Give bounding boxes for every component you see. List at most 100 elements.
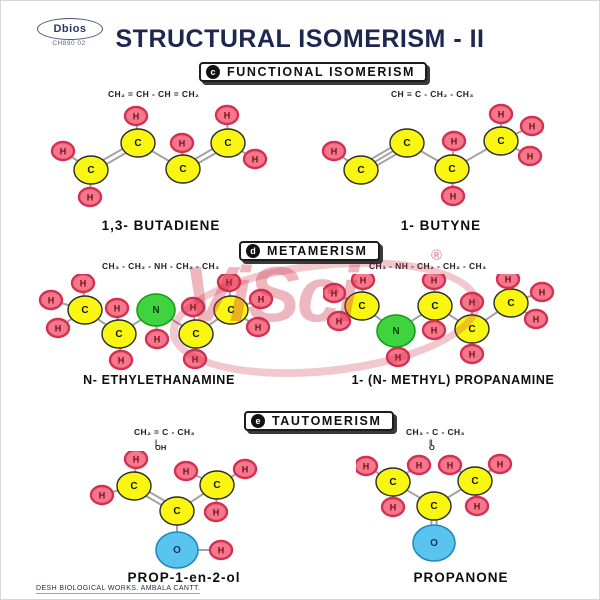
formula-sub-bond: ‖	[429, 438, 433, 447]
svg-text:C: C	[497, 136, 504, 147]
svg-text:C: C	[134, 138, 141, 149]
svg-text:H: H	[213, 508, 220, 518]
atom-C: C	[457, 466, 493, 496]
svg-text:H: H	[474, 502, 481, 512]
atom-H: H	[519, 115, 545, 137]
formula-sub-text: OH	[155, 443, 167, 452]
atom-H: H	[406, 454, 432, 476]
atom-H: H	[248, 288, 274, 310]
svg-text:H: H	[505, 275, 512, 285]
section-header-functional-isomerism: c FUNCTIONAL ISOMERISM	[199, 62, 428, 82]
formula-text: CH₂ = C - CH₃	[134, 427, 195, 437]
svg-text:H: H	[539, 288, 546, 298]
atom-H: H	[350, 274, 376, 291]
svg-text:H: H	[363, 462, 370, 472]
section-letter-badge: c	[206, 65, 220, 79]
svg-text:H: H	[533, 315, 540, 325]
svg-text:H: H	[226, 278, 233, 288]
formula-text: CH ≡ C - CH₂ - CH₃	[391, 89, 474, 99]
atom-H: H	[70, 274, 96, 294]
svg-text:H: H	[431, 276, 438, 286]
svg-text:H: H	[450, 192, 457, 202]
atom-H: H	[421, 274, 447, 291]
atom-H: H	[89, 484, 115, 506]
brand-name: Dbios	[53, 23, 87, 35]
atom-H: H	[487, 453, 513, 475]
section-header-tautomerism: e TAUTOMERISM	[244, 411, 394, 431]
molecule-name: N- ETHYLETHANAMINE	[83, 373, 235, 387]
molecule-name: PROPANONE	[413, 570, 509, 585]
svg-text:H: H	[258, 295, 265, 305]
svg-text:C: C	[213, 480, 220, 491]
section-header-metamerism: d METAMERISM	[239, 241, 380, 261]
svg-text:H: H	[154, 335, 161, 345]
atom-H: H	[108, 349, 134, 371]
atom-H: H	[459, 343, 485, 365]
svg-text:H: H	[527, 152, 534, 162]
atom-H: H	[123, 451, 149, 470]
atom-C: C	[73, 155, 109, 185]
svg-text:H: H	[331, 289, 338, 299]
svg-text:H: H	[80, 279, 87, 289]
atom-H: H	[123, 105, 149, 127]
svg-text:C: C	[389, 477, 396, 488]
atom-N: N	[136, 293, 176, 327]
svg-text:H: H	[179, 139, 186, 149]
svg-text:H: H	[469, 350, 476, 360]
svg-text:H: H	[447, 461, 454, 471]
svg-text:C: C	[173, 506, 180, 517]
atom-C: C	[178, 319, 214, 349]
svg-text:H: H	[331, 147, 338, 157]
atom-H: H	[144, 328, 170, 350]
atom-H: H	[323, 282, 347, 304]
atom-H: H	[326, 310, 352, 332]
atom-H: H	[441, 130, 467, 152]
atom-C: C	[434, 154, 470, 184]
svg-text:H: H	[498, 110, 505, 120]
atom-H: H	[104, 297, 130, 319]
atom-C: C	[165, 154, 201, 184]
atom-H: H	[385, 346, 411, 368]
atom-H: H	[242, 148, 268, 170]
atom-H: H	[169, 132, 195, 154]
atom-H: H	[38, 289, 64, 311]
atom-H: H	[321, 140, 347, 162]
atom-O: O	[412, 524, 456, 562]
atom-C: C	[344, 291, 380, 321]
molecule-name: PROP-1-en-2-ol	[127, 570, 241, 585]
formula-sub: | OH	[155, 439, 289, 452]
atom-C: C	[210, 128, 246, 158]
atom-N: N	[376, 314, 416, 348]
svg-text:H: H	[133, 112, 140, 122]
atom-C: C	[120, 128, 156, 158]
molecule-name: 1,3- BUTADIENE	[101, 218, 221, 233]
formula-text: CH₃ - NH - CH₂ - CH₂ - CH₃	[369, 261, 487, 271]
atom-H: H	[421, 319, 447, 341]
svg-text:C: C	[179, 164, 186, 175]
svg-text:H: H	[336, 317, 343, 327]
brand-code: CH890 02	[52, 40, 86, 47]
svg-text:H: H	[48, 296, 55, 306]
svg-text:N: N	[152, 305, 159, 316]
atom-C: C	[116, 471, 152, 501]
svg-text:H: H	[224, 111, 231, 121]
atom-C: C	[343, 155, 379, 185]
svg-text:C: C	[358, 301, 365, 312]
svg-text:C: C	[431, 301, 438, 312]
formula-text: CH₃ - CH₂ - NH - CH₂ - CH₃	[102, 261, 220, 271]
svg-text:H: H	[242, 465, 249, 475]
svg-text:H: H	[218, 546, 225, 556]
atom-C: C	[493, 288, 529, 318]
formula-text: CH₂ = CH - CH = CH₂	[108, 89, 200, 99]
svg-text:C: C	[357, 165, 364, 176]
formula-text: CH₃ - C - CH₃	[406, 427, 465, 437]
svg-text:C: C	[224, 138, 231, 149]
svg-text:H: H	[360, 276, 367, 286]
